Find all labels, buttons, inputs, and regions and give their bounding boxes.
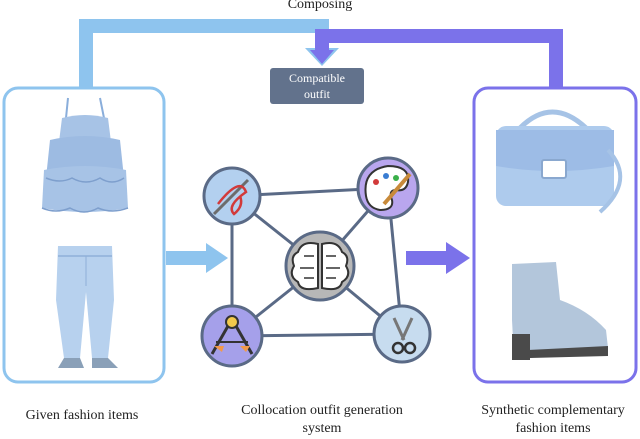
composing-label: Composing bbox=[287, 0, 353, 12]
caption-synthetic-items: Synthetic complementary fashion items bbox=[466, 402, 640, 438]
input-arrowhead bbox=[206, 243, 228, 273]
caption-system: Collocation outfit generation system bbox=[222, 402, 422, 438]
composing-arrowhead-right bbox=[310, 50, 334, 64]
palette-brush-icon bbox=[356, 156, 420, 220]
caption-system-line-2: system bbox=[302, 421, 342, 436]
caption-system-line-1: Collocation outfit generation bbox=[241, 403, 403, 418]
jeans-image bbox=[56, 246, 118, 368]
output-arrowhead bbox=[446, 242, 470, 274]
brain-circuit-icon bbox=[284, 230, 356, 302]
ankle-boot-image bbox=[512, 262, 608, 360]
compatible-outfit-badge: Compatible outfit bbox=[270, 68, 364, 104]
caption-synthetic-line-1: Synthetic complementary bbox=[481, 403, 625, 418]
composing-arrow-right bbox=[315, 29, 563, 88]
given-items-panel bbox=[2, 86, 166, 384]
scissors-icon bbox=[372, 304, 432, 364]
caption-given-text: Given fashion items bbox=[25, 408, 139, 423]
compass-ruler-icon bbox=[200, 304, 264, 368]
needle-thread-icon bbox=[202, 166, 262, 226]
caption-synthetic-line-2: fashion items bbox=[515, 421, 591, 436]
badge-line-1: Compatible bbox=[289, 71, 345, 85]
ruffle-top-image bbox=[41, 97, 129, 213]
caption-given-items: Given fashion items bbox=[0, 407, 164, 425]
handbag-image bbox=[496, 109, 623, 214]
badge-line-2: outfit bbox=[304, 87, 330, 101]
